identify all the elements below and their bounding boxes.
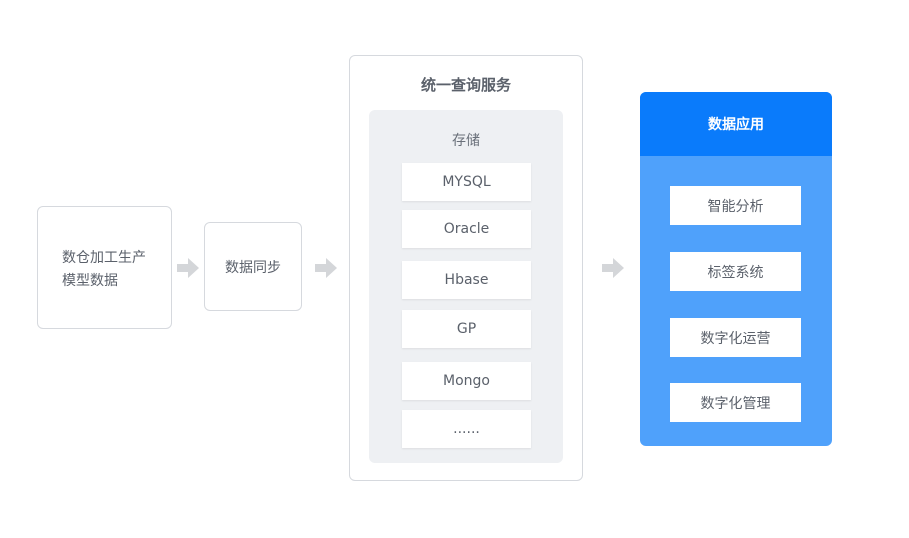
app-item-smart-analysis: 智能分析 <box>670 186 801 225</box>
storage-item-mysql: MYSQL <box>402 163 531 201</box>
storage-item-more: ...... <box>402 410 531 448</box>
storage-item-mongo: Mongo <box>402 362 531 400</box>
arrow-right-icon <box>177 258 199 278</box>
app-item-digital-management: 数字化管理 <box>670 383 801 422</box>
data-sync-node: 数据同步 <box>204 222 302 311</box>
storage-item-oracle: Oracle <box>402 210 531 248</box>
app-item-digital-operations: 数字化运营 <box>670 318 801 357</box>
storage-panel: 存储 MYSQL Oracle Hbase GP Mongo ...... <box>369 110 563 463</box>
query-service-node: 统一查询服务 存储 MYSQL Oracle Hbase GP Mongo ..… <box>349 55 583 481</box>
app-item-tag-system: 标签系统 <box>670 252 801 291</box>
storage-item-gp: GP <box>402 310 531 348</box>
storage-item-hbase: Hbase <box>402 261 531 299</box>
data-sync-label: 数据同步 <box>225 259 281 276</box>
source-label-line1: 数仓加工生产 <box>62 250 146 266</box>
source-node: 数仓加工生产 模型数据 <box>37 206 172 329</box>
query-service-title: 统一查询服务 <box>420 76 511 94</box>
source-label-line2: 模型数据 <box>62 273 118 289</box>
data-app-title: 数据应用 <box>640 92 832 156</box>
data-app-node: 数据应用 智能分析 标签系统 数字化运营 数字化管理 <box>640 92 832 446</box>
storage-title: 存储 <box>452 133 480 149</box>
arrow-right-icon <box>602 258 624 278</box>
arrow-right-icon <box>315 258 337 278</box>
